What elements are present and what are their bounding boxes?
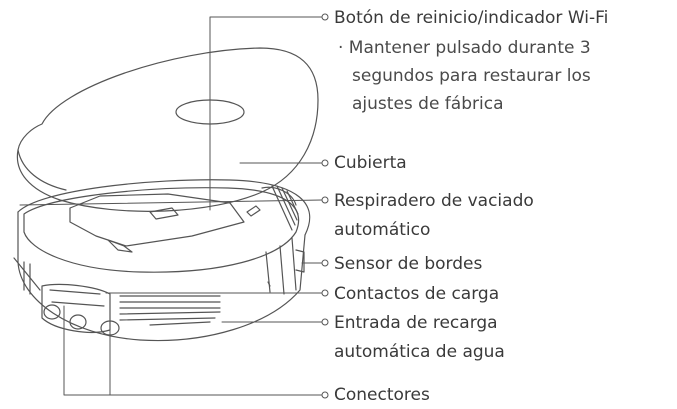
label-cover: Cubierta xyxy=(334,153,407,173)
note-reset-line-1: · Mantener pulsado durante 3 xyxy=(338,38,591,58)
leader-lines xyxy=(19,13,329,399)
label-vent-line-1: Respiradero de vaciado xyxy=(334,191,534,211)
label-reset-button: Botón de reinicio/indicador Wi-Fi xyxy=(334,8,609,28)
cover-illustration xyxy=(16,47,319,212)
label-water-inlet-line-2: automática de agua xyxy=(334,342,505,362)
label-connectors: Conectores xyxy=(334,385,430,405)
label-charging-contacts: Contactos de carga xyxy=(334,284,500,304)
note-reset-line-2: segundos para restaurar los xyxy=(352,66,591,86)
note-reset-line-3: ajustes de fábrica xyxy=(352,94,504,114)
label-vent-line-2: automático xyxy=(334,220,431,240)
label-edge-sensor: Sensor de bordes xyxy=(334,254,483,274)
label-water-inlet-line-1: Entrada de recarga xyxy=(334,313,498,333)
